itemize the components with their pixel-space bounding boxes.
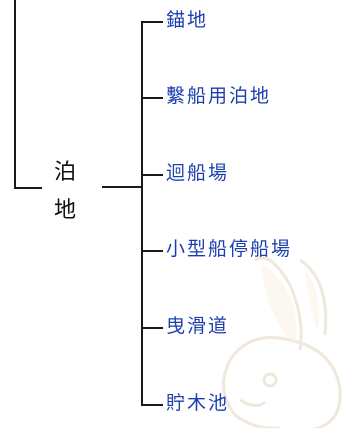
parent-connector-line <box>102 186 142 188</box>
child-node-label: 小型船停船場 <box>166 238 293 260</box>
child-node-label: 迴船場 <box>166 162 230 184</box>
child-node-label: 錨地 <box>166 9 209 31</box>
incoming-vertical-line <box>14 0 16 188</box>
parent-node-char-2: 地 <box>53 198 76 223</box>
bracket-spine <box>141 21 143 405</box>
child-node-label: 貯木池 <box>166 392 230 414</box>
incoming-horizontal-line <box>14 187 42 189</box>
child-node-label: 繫船用泊地 <box>166 85 272 107</box>
child-node-label: 曳滑道 <box>166 315 230 337</box>
bracket-tick <box>141 250 163 252</box>
rabbit-watermark-icon <box>222 256 342 428</box>
parent-node-char-1: 泊 <box>53 160 76 185</box>
bracket-tick <box>141 174 163 176</box>
bracket-tick <box>141 327 163 329</box>
bracket-tick <box>141 97 163 99</box>
bracket-tick <box>141 404 163 406</box>
bracket-tick <box>141 21 163 23</box>
